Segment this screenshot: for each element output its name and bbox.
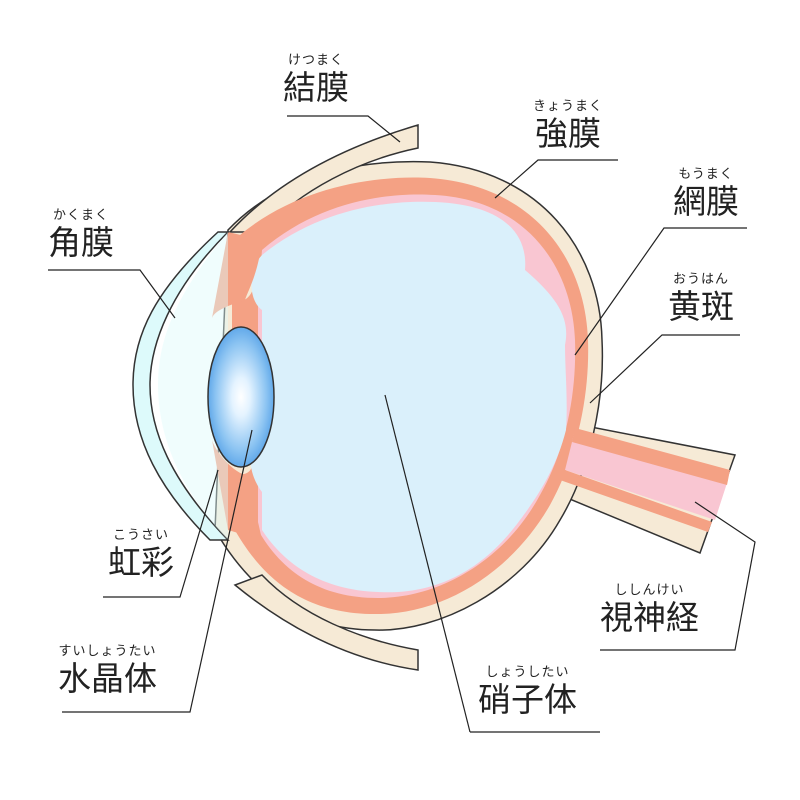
label-lens: すいしょうたい 水晶体 (58, 644, 157, 698)
ruby-optic-nerve: ししんけい (614, 583, 685, 598)
text-retina: 網膜 (673, 182, 739, 221)
leader-kakumaku (48, 269, 176, 319)
leader-shishinkei (600, 501, 756, 651)
conjunctiva-lower (233, 574, 419, 671)
optic-nerve-stripe-bottom (560, 470, 712, 532)
text-optic-nerve: 視神経 (600, 598, 699, 637)
lens (207, 326, 275, 468)
label-sclera: きょうまく 強膜 (533, 99, 603, 153)
label-iris: こうさい 虹彩 (108, 528, 174, 582)
label-cornea: かくまく 角膜 (48, 208, 114, 262)
iris-lower (212, 440, 262, 540)
ruby-lens: すいしょうたい (58, 644, 157, 659)
iris-upper (212, 232, 262, 318)
ruby-conjunctiva: けつまく (287, 53, 344, 68)
leader-kosai (103, 469, 219, 598)
leader-shoshitai-diagonal (384, 394, 471, 733)
text-iris: 虹彩 (108, 543, 174, 582)
text-cornea: 角膜 (48, 223, 114, 262)
text-sclera: 強膜 (535, 114, 601, 153)
ruby-macula: おうはん (672, 272, 729, 287)
text-vitreous: 硝子体 (478, 680, 577, 719)
optic-nerve-stripe-top (572, 428, 730, 485)
leader-momaku (574, 227, 747, 356)
ruby-retina: もうまく (678, 167, 734, 182)
optic-nerve-core (565, 430, 728, 520)
ruby-vitreous: しょうしたい (485, 665, 570, 680)
ruby-sclera: きょうまく (533, 99, 604, 114)
label-conjunctiva: けつまく 結膜 (283, 53, 349, 107)
leader-ohan (589, 334, 740, 404)
label-retina: もうまく 網膜 (673, 167, 739, 221)
leader-kyomaku (494, 159, 618, 199)
leader-lines (48, 115, 756, 733)
ruby-cornea: かくまく (52, 208, 109, 223)
text-conjunctiva: 結膜 (283, 68, 349, 107)
ruby-iris: こうさい (112, 528, 169, 543)
label-optic-nerve: ししんけい 視神経 (600, 583, 699, 637)
leader-suisho (62, 429, 253, 713)
cornea (132, 231, 230, 541)
cornea-anterior-chamber (158, 232, 228, 540)
label-macula: おうはん 黄斑 (668, 272, 734, 326)
leader-ketsumaku (287, 115, 401, 143)
label-vitreous: しょうしたい 硝子体 (478, 665, 577, 719)
vitreous-body (250, 201, 567, 593)
text-lens: 水晶体 (58, 659, 157, 698)
text-macula: 黄斑 (668, 287, 734, 326)
